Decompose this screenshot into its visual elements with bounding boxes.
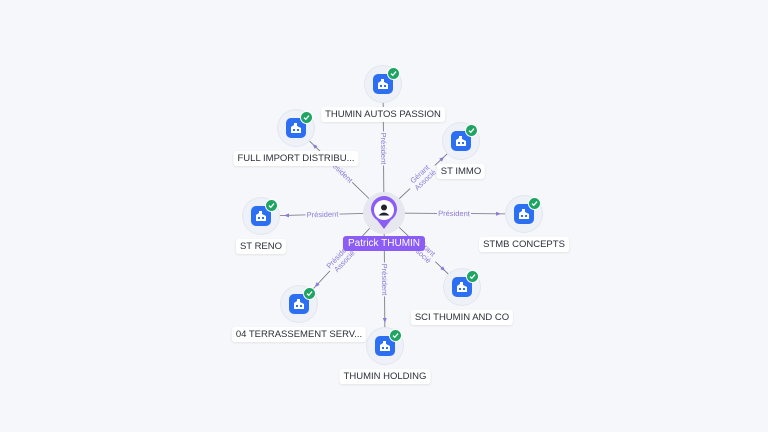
role-label-st-reno: Président <box>307 210 340 220</box>
company-name-label[interactable]: ST RENO <box>235 239 287 254</box>
company-name-label[interactable]: FULL IMPORT DISTRIBU... <box>233 151 359 166</box>
verified-check-icon <box>265 199 278 212</box>
company-name-label[interactable]: 04 TERRASSEMENT SERV... <box>231 327 367 342</box>
company-name-label[interactable]: THUMIN AUTOS PASSION <box>321 107 445 122</box>
role-label-stmb-concepts: Président <box>438 209 471 218</box>
edge-arrow-04-terrassement-serv <box>314 282 320 288</box>
verified-check-icon <box>303 287 316 300</box>
company-name-label[interactable]: STMB CONCEPTS <box>479 237 569 252</box>
company-icon[interactable] <box>375 336 395 356</box>
verified-check-icon <box>389 329 402 342</box>
company-name-label[interactable]: ST IMMO <box>436 164 486 179</box>
verified-check-icon <box>528 197 541 210</box>
verified-check-icon <box>465 124 478 137</box>
verified-check-icon <box>387 67 400 80</box>
verified-check-icon <box>466 270 479 283</box>
verified-check-icon <box>300 111 313 124</box>
company-icon[interactable] <box>451 131 471 151</box>
edge-arrow-stmb-concepts <box>495 211 502 216</box>
edge-arrow-sci-thumin-and-co <box>440 266 446 272</box>
edge-arrow-thumin-holding <box>382 317 387 324</box>
edge-arrow-st-reno <box>283 213 290 218</box>
person-icon[interactable] <box>369 196 399 230</box>
edge-arrow-st-immo <box>439 156 445 162</box>
role-label-thumin-autos-passion: Président <box>379 133 388 166</box>
company-icon[interactable] <box>373 74 393 94</box>
edge-arrow-full-import-distribu <box>312 143 318 149</box>
company-name-label[interactable]: SCI THUMIN AND CO <box>410 310 514 325</box>
company-name-label[interactable]: THUMIN HOLDING <box>339 369 431 384</box>
company-icon[interactable] <box>514 204 534 224</box>
company-icon[interactable] <box>286 118 306 138</box>
role-label-thumin-holding: Président <box>380 264 389 297</box>
center-person-label[interactable]: Patrick THUMIN <box>342 236 426 251</box>
company-icon[interactable] <box>251 206 271 226</box>
company-icon[interactable] <box>452 277 472 297</box>
company-icon[interactable] <box>289 294 309 314</box>
